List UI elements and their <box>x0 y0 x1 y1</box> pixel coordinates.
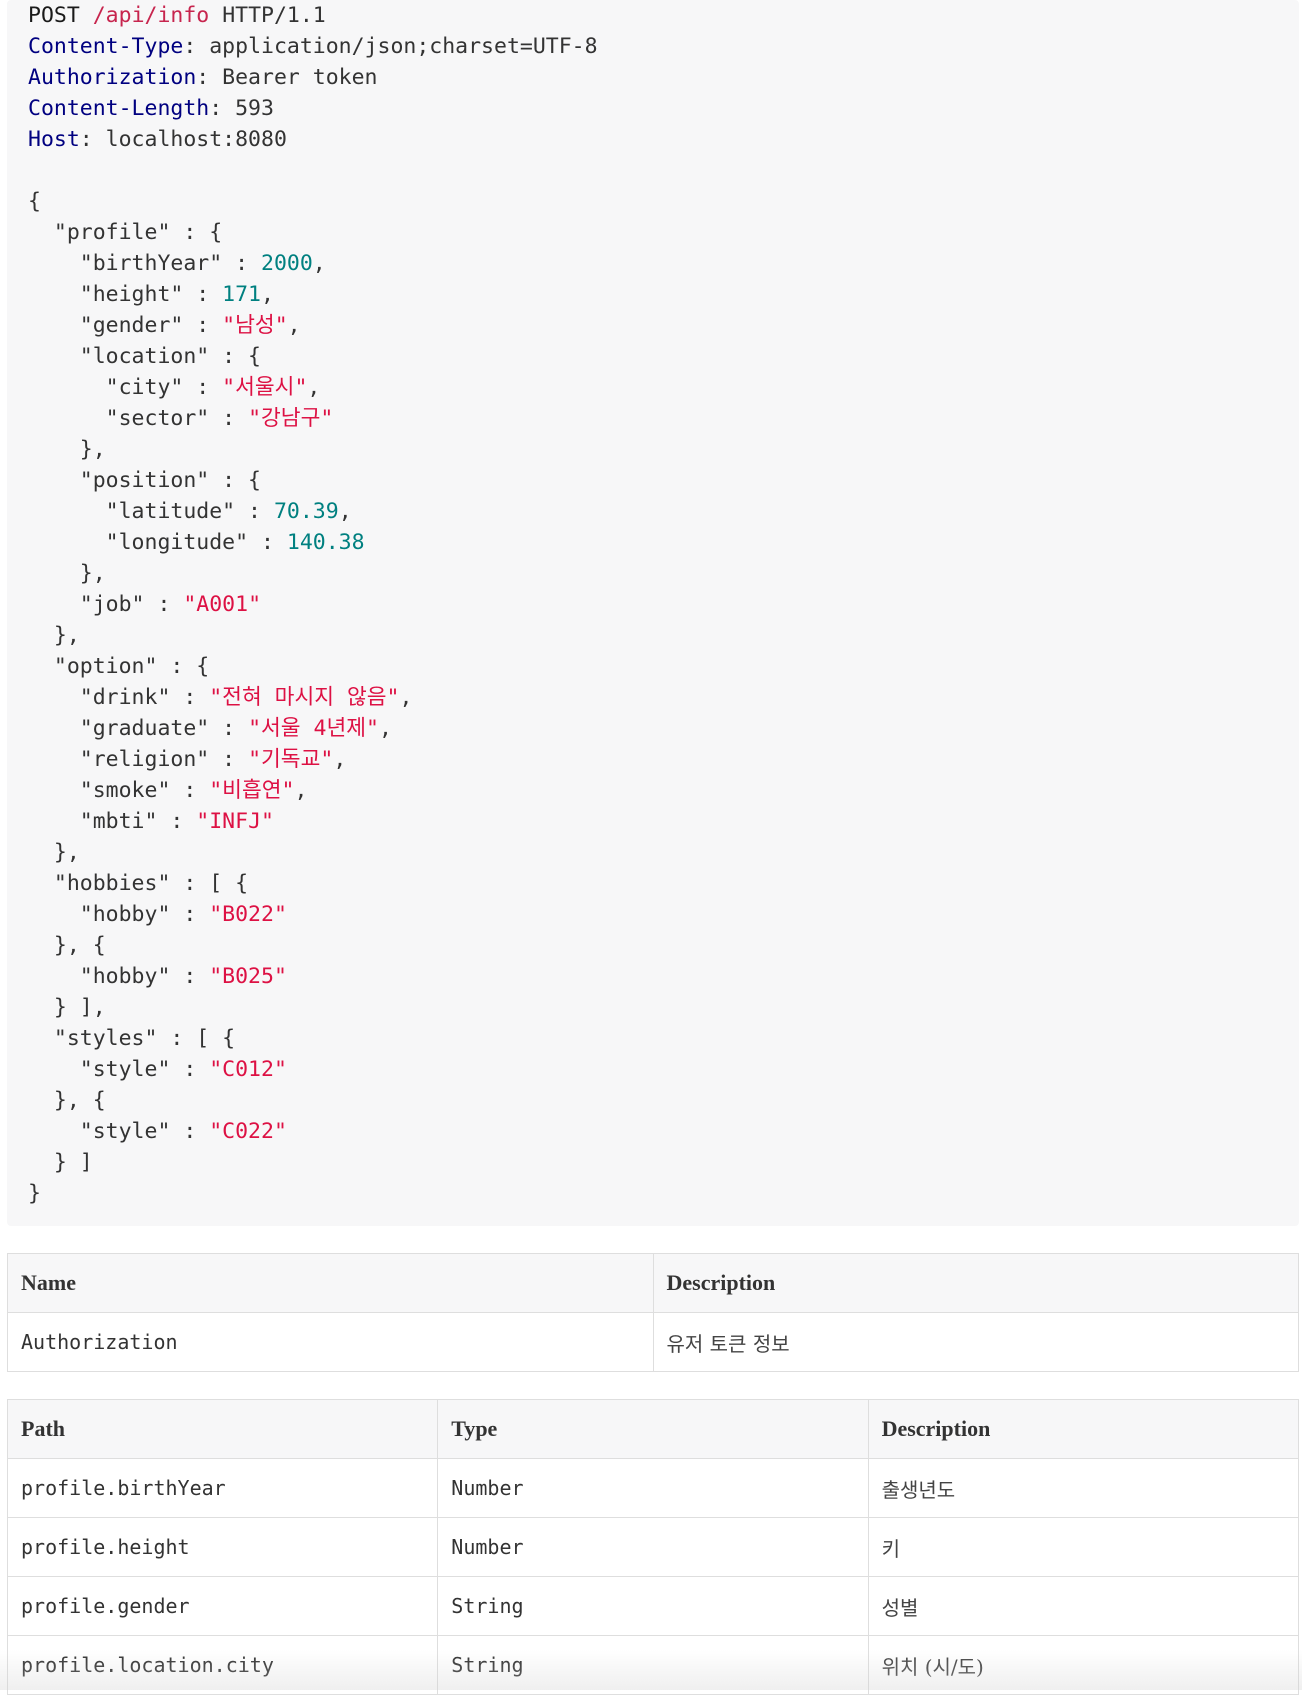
json-value: 2000 <box>261 251 313 276</box>
json-value: 서울시 <box>235 375 295 400</box>
http-method: POST <box>28 3 80 28</box>
json-value: C022 <box>222 1119 274 1144</box>
header-description-cell: 유저 토큰 정보 <box>652 1312 1299 1372</box>
json-value: B022 <box>222 902 274 927</box>
http-protocol: HTTP/1.1 <box>222 3 326 28</box>
json-value: C012 <box>222 1057 274 1082</box>
json-value: 기독교 <box>261 747 321 772</box>
json-value: INFJ <box>209 809 262 834</box>
field-description-cell: 위치 (시/도) <box>867 1635 1300 1695</box>
header-name: Authorization <box>28 65 197 90</box>
table-row: profile.height Number 키 <box>6 1517 1300 1577</box>
table-row: profile.birthYear Number 출생년도 <box>6 1458 1300 1518</box>
field-description-cell: 성별 <box>867 1576 1300 1636</box>
request-line: POST /api/info HTTP/1.1 <box>28 0 1299 31</box>
json-value: 70.39 <box>273 499 339 524</box>
header-name-cell: Authorization <box>7 1312 654 1372</box>
json-value: B025 <box>222 964 274 989</box>
field-path-cell: profile.gender <box>6 1576 439 1636</box>
header-value: application/json;charset=UTF-8 <box>209 34 598 59</box>
json-value: 남성 <box>235 313 275 338</box>
column-header-name: Name <box>7 1253 654 1313</box>
header-line: Authorization: Bearer token <box>28 65 378 90</box>
field-path-cell: profile.location.city <box>6 1635 439 1695</box>
table-row: profile.location.city String 위치 (시/도) <box>6 1635 1300 1695</box>
field-description-cell: 키 <box>867 1517 1300 1577</box>
header-name: Content-Length <box>28 96 210 121</box>
field-type-cell: Number <box>437 1517 869 1577</box>
field-path-cell: profile.birthYear <box>6 1458 439 1518</box>
json-value: 비흡연 <box>222 778 282 803</box>
header-line: Content-Length: 593 <box>28 96 274 121</box>
request-fields-table: Path Type Description profile.birthYear … <box>6 1399 1300 1695</box>
json-value: 강남구 <box>261 406 321 431</box>
header-value: Bearer token <box>222 65 378 90</box>
json-value: 140.38 <box>286 530 365 555</box>
column-header-description: Description <box>652 1253 1299 1313</box>
table-row: Authorization 유저 토큰 정보 <box>7 1312 1299 1372</box>
column-header-type: Type <box>437 1399 869 1459</box>
field-description-cell: 출생년도 <box>867 1458 1300 1518</box>
field-type-cell: String <box>437 1635 869 1695</box>
header-name: Host <box>28 127 80 152</box>
header-value: localhost:8080 <box>105 127 287 152</box>
table-row: profile.gender String 성별 <box>6 1576 1300 1636</box>
request-path: /api/info <box>92 3 210 28</box>
table-header-row: Name Description <box>7 1253 1299 1313</box>
request-headers-table: Name Description Authorization 유저 토큰 정보 <box>7 1253 1299 1372</box>
header-line: Content-Type: application/json;charset=U… <box>28 34 598 59</box>
field-path-cell: profile.height <box>6 1517 439 1577</box>
header-name: Content-Type <box>28 34 184 59</box>
column-header-description: Description <box>867 1399 1300 1459</box>
column-header-path: Path <box>6 1399 439 1459</box>
header-value: 593 <box>235 96 274 121</box>
json-value: 전혀 마시지 않음 <box>222 685 387 710</box>
header-line: Host: localhost:8080 <box>28 127 287 152</box>
field-type-cell: String <box>437 1576 869 1636</box>
json-value: 171 <box>222 282 262 307</box>
json-value: 서울 4년제 <box>261 716 367 741</box>
table-header-row: Path Type Description <box>6 1399 1300 1459</box>
field-type-cell: Number <box>437 1458 869 1518</box>
json-value: A001 <box>196 592 249 617</box>
